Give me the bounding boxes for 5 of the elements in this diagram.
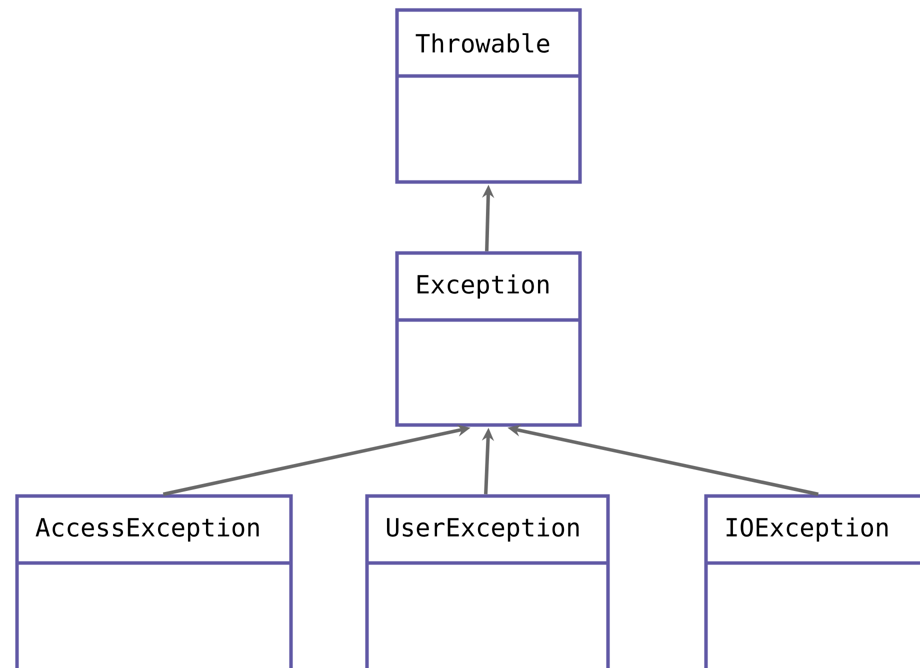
class-box: AccessException [15,494,293,668]
class-box: IOException [704,494,920,668]
class-box: UserException [365,494,610,668]
class-box: Throwable [395,8,582,184]
class-box: Exception [395,251,582,427]
